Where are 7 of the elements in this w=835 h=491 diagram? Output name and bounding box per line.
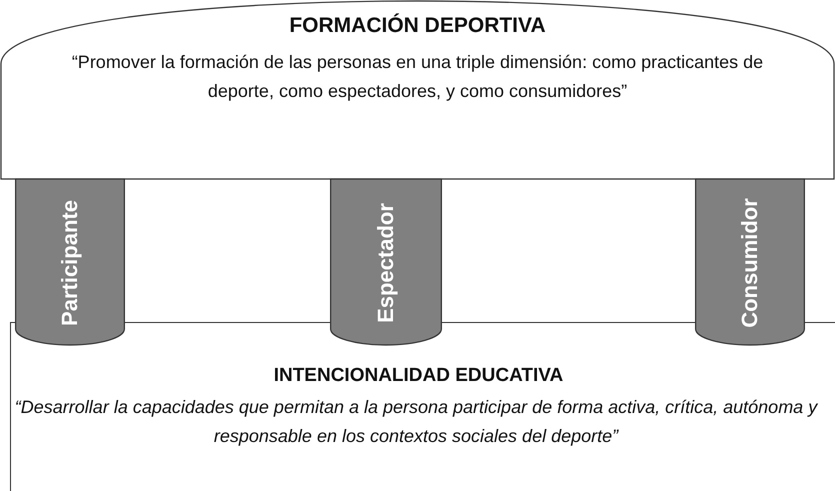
pillar-label: Consumidor: [737, 198, 763, 328]
heading: FORMACIÓN DEPORTIVA: [288, 14, 547, 38]
quote-text: “Promover la formación de las personas en una triple dimensión: como practicantes de deporte, como espectadores, y como consumidores”: [70, 51, 764, 103]
pillar-label: Espectador: [373, 203, 399, 323]
quote-text: “Desarrollar la capacidades que permitan a la persona participar de forma activa, crítica, autónoma y responsable en los contextos sociales del deporte”: [14, 396, 819, 448]
heading: INTENCIONALIDAD EDUCATIVA: [272, 365, 564, 387]
pillar-label: Participante: [57, 200, 83, 326]
